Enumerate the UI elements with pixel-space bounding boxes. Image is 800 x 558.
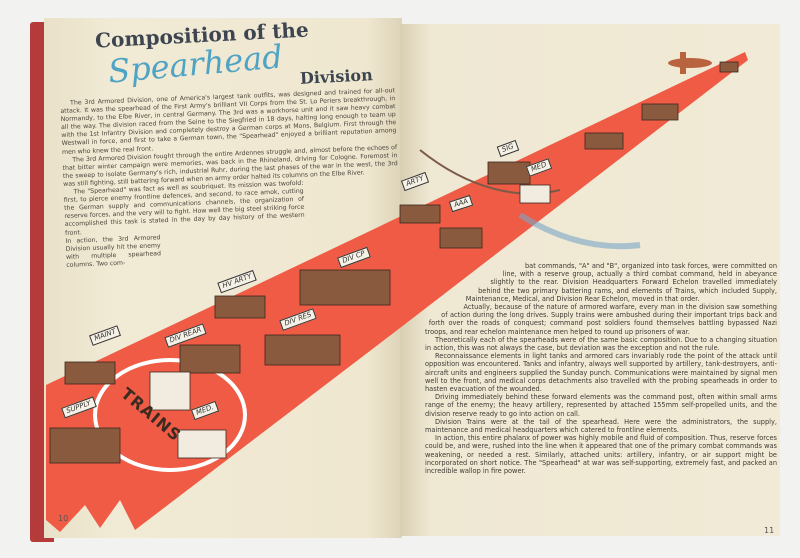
river-lower [518, 212, 641, 250]
vehicle [214, 295, 266, 319]
paragraph: In action, this entire phalanx of power … [425, 434, 777, 476]
paragraph: Actually, because of the nature of armor… [425, 303, 777, 336]
trains-circle [93, 358, 247, 472]
paragraph: bat commands, "A" and "B", organized int… [465, 262, 777, 303]
paragraph: Theoretically each of the spearheads wer… [425, 335, 777, 353]
vehicle [399, 204, 441, 224]
airplane-icon [668, 52, 712, 74]
vehicle [299, 269, 391, 306]
vehicle [439, 227, 483, 249]
vehicle [264, 334, 341, 366]
vehicle [641, 103, 679, 121]
vehicle [719, 61, 739, 73]
medical-vehicle [519, 184, 551, 204]
vehicles [49, 61, 739, 464]
vehicle [149, 371, 191, 411]
paragraph: Division Trains were at the tail of the … [425, 417, 777, 435]
vehicle [584, 132, 624, 150]
vehicle [487, 161, 531, 185]
title-line-3: Division [299, 65, 374, 88]
right-page [400, 24, 780, 536]
vehicle [64, 361, 116, 385]
spearhead-band [46, 52, 748, 532]
vehicle [49, 427, 121, 464]
page-number-left: 10 [58, 514, 69, 523]
paragraph: Reconnaissance elements in light tanks a… [425, 352, 777, 394]
page-number-right: 11 [764, 526, 775, 535]
paragraph: Driving immediately behind these forward… [425, 393, 777, 418]
right-page-text: bat commands, "A" and "B", organized int… [425, 262, 777, 475]
medical-vehicle [177, 429, 227, 459]
paragraph: In action, the 3rd Armored Division usua… [65, 233, 162, 269]
vehicle [179, 344, 241, 374]
paragraph: The "Spearhead" was fact as well as soub… [63, 179, 305, 237]
left-page-text: The 3rd Armored Division, one of America… [60, 87, 401, 270]
